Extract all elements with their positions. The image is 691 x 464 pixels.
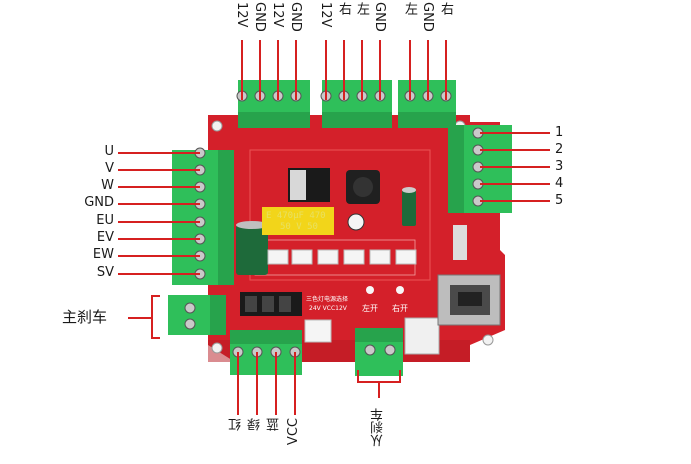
- top-label: GND: [288, 2, 303, 32]
- film-capacitor: [262, 207, 334, 235]
- electrolytic-capacitor: [236, 225, 268, 275]
- top-label: 右: [438, 2, 453, 15]
- white-connector: [304, 319, 332, 343]
- terminal-block-bottom-mid: [355, 328, 403, 376]
- bottom-label: 红: [229, 418, 244, 431]
- left-label: EW: [92, 247, 114, 262]
- top-label: 右: [336, 2, 351, 15]
- right-label: 3: [555, 159, 564, 174]
- capacitor-marking: 50 V 50: [280, 222, 318, 232]
- component: [347, 213, 365, 231]
- top-label: 12V: [270, 2, 285, 28]
- top-label: GND: [420, 2, 435, 32]
- indicator-led: [396, 286, 404, 294]
- silkscreen-box: [249, 149, 431, 281]
- right-label: 2: [555, 142, 564, 157]
- capacitor-marking: E 470μF 470: [266, 211, 326, 221]
- voltage-select-label: 24V VCC12V: [309, 305, 347, 312]
- top-label: 左: [354, 2, 369, 15]
- electrolytic-capacitor: [402, 190, 416, 226]
- right-label: 1: [555, 125, 564, 140]
- top-label: GND: [252, 2, 267, 32]
- left-label: GND: [84, 195, 114, 210]
- bottom-label: 蓝: [267, 418, 282, 431]
- mounting-hole: [211, 342, 223, 354]
- left-label: EU: [96, 213, 114, 228]
- left-label: EV: [96, 230, 114, 245]
- callout-wires: [118, 40, 550, 415]
- right-label: 4: [555, 176, 564, 191]
- bottom-label: 绿: [248, 418, 263, 431]
- left-label: SV: [96, 265, 114, 280]
- white-connector: [404, 317, 440, 355]
- left-open-label: 左开: [362, 304, 378, 313]
- terminal-screw: [184, 318, 196, 330]
- top-label: 12V: [234, 2, 249, 28]
- screw-pad: [453, 225, 467, 260]
- terminal-block-top-2: [322, 80, 392, 128]
- indicator-led: [366, 286, 374, 294]
- terminal-screw: [364, 344, 376, 356]
- brake-bracket: [151, 295, 160, 339]
- terminal-screw: [384, 344, 396, 356]
- regulator-tab: [290, 170, 306, 200]
- main-brake-label: 主刹车: [62, 308, 108, 326]
- slave-brake-label: 从刹车: [371, 408, 386, 447]
- terminal-block-top-1: [238, 80, 310, 128]
- terminal-block-brake: [168, 295, 226, 335]
- terminal-screw: [184, 302, 196, 314]
- right-open-label: 右开: [392, 304, 408, 313]
- top-label: 12V: [318, 2, 333, 28]
- right-label: 5: [555, 193, 564, 208]
- mounting-hole: [211, 120, 223, 132]
- left-label: U: [104, 144, 114, 159]
- jst-connector-row: [267, 249, 417, 265]
- left-label: V: [105, 161, 114, 176]
- power-select-label: 三色灯电源选择: [306, 296, 349, 303]
- top-label: GND: [372, 2, 387, 32]
- bottom-label: VCC: [286, 418, 301, 446]
- left-label: W: [101, 178, 114, 193]
- top-label: 左: [402, 2, 417, 15]
- mounting-hole: [482, 334, 494, 346]
